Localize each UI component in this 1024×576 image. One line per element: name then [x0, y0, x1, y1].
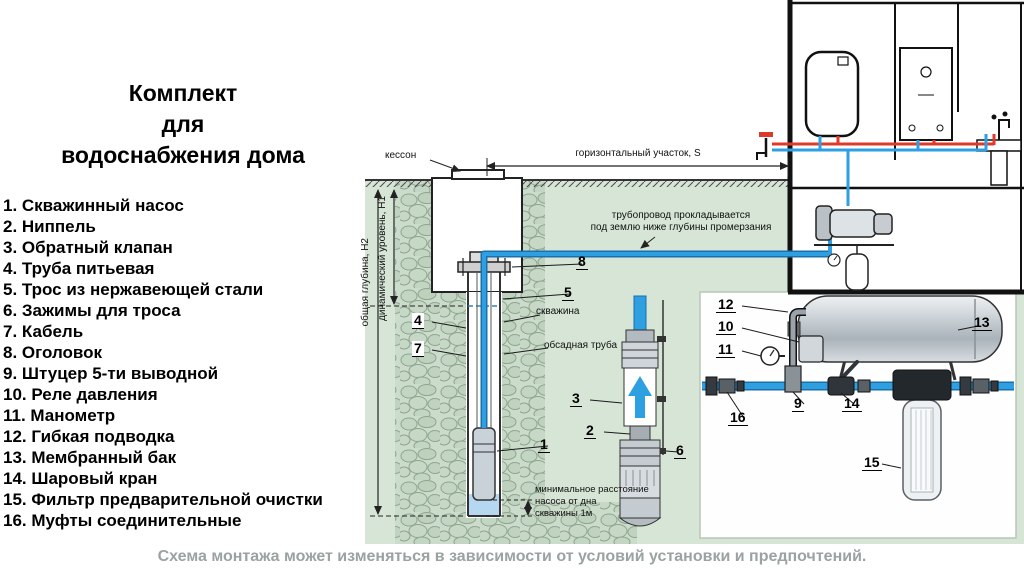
- title-line-3: водоснабжения дома: [61, 142, 305, 168]
- callout-1: 1: [538, 436, 550, 453]
- sink: [976, 111, 1022, 186]
- callout-14: 14: [842, 395, 862, 412]
- label-casing: обсадная труба: [544, 340, 618, 351]
- legend-item-9: 9. Штуцер 5-ти выводной: [3, 364, 219, 383]
- legend-item-11: 11. Манометр: [3, 406, 116, 425]
- callout-11: 11: [716, 341, 735, 358]
- title-line-1: Комплект: [128, 80, 238, 106]
- legend-item-6: 6. Зажимы для троса: [3, 301, 181, 320]
- callout-6: 6: [674, 442, 686, 459]
- legend-item-15: 15. Фильтр предварительной очистки: [3, 490, 323, 509]
- legend-item-8: 8. Оголовок: [3, 343, 103, 362]
- water-heater: [804, 50, 860, 138]
- legend-item-1: 1. Скважинный насос: [3, 196, 184, 215]
- legend-item-4: 4. Труба питьевая: [3, 259, 155, 278]
- label-horizontal-section: горизонтальный участок, S: [575, 148, 701, 159]
- gas-column: [899, 47, 953, 141]
- label-total-depth: общая глубина, Н2: [360, 238, 371, 327]
- legend-item-14: 14. Шаровый кран: [3, 469, 158, 488]
- callout-8: 8: [576, 253, 588, 270]
- pump-station: [814, 205, 894, 291]
- legend-item-16: 16. Муфты соединительные: [3, 511, 242, 530]
- legend-item-7: 7. Кабель: [3, 322, 84, 341]
- label-dynamic-level: динамический уровень, Н1: [377, 196, 388, 321]
- footer-note: Схема монтажа может изменяться в зависим…: [157, 548, 867, 565]
- label-pipeline-note: трубопровод прокладывается под землю ниж…: [578, 210, 784, 234]
- callout-12: 12: [716, 296, 736, 313]
- callout-10: 10: [716, 318, 736, 335]
- legend-item-13: 13. Мембранный бак: [3, 448, 177, 467]
- house-pipes: [772, 134, 996, 206]
- coupling-left: [705, 376, 745, 396]
- callout-5: 5: [562, 284, 574, 301]
- legend-item-10: 10. Реле давления: [3, 385, 158, 404]
- label-min-distance-3: скважины 1м: [535, 508, 593, 519]
- legend-item-3: 3. Обратный клапан: [3, 238, 173, 257]
- title-line-2: для: [161, 111, 205, 137]
- label-pipeline-note-2: под землю ниже глубины промерзания: [590, 222, 772, 233]
- label-min-distance: минимальное расстояние насоса от дна скв…: [535, 484, 649, 520]
- callout-15: 15: [862, 454, 882, 471]
- five-way-assembly: [760, 308, 824, 393]
- callout-2: 2: [584, 422, 596, 439]
- callout-4: 4: [412, 312, 424, 329]
- label-min-distance-1: минимальное расстояние: [535, 484, 649, 495]
- ball-valve: [827, 360, 871, 396]
- callout-9: 9: [792, 395, 804, 412]
- pump-assembly-detail: [618, 295, 666, 527]
- legend-item-2: 2. Ниппель: [3, 217, 96, 236]
- label-well: скважина: [536, 306, 580, 317]
- coupling-right: [959, 376, 999, 396]
- legend-item-5: 5. Трос из нержавеющей стали: [3, 280, 264, 299]
- outdoor-faucet: [756, 132, 773, 160]
- label-pipeline-note-1: трубопровод прокладывается: [611, 210, 751, 221]
- dimension-lines: [370, 158, 789, 517]
- label-caisson: кессон: [385, 150, 417, 161]
- callout-3: 3: [570, 390, 582, 407]
- callout-7: 7: [412, 340, 424, 357]
- label-min-distance-2: насоса от дна: [535, 496, 597, 507]
- page-title: Комплект для водоснабжения дома: [18, 78, 348, 171]
- legend-list: 1. Скважинный насос 2. Ниппель 3. Обратн…: [3, 195, 323, 531]
- legend-item-12: 12. Гибкая подводка: [3, 427, 175, 446]
- borehole-pump: [472, 272, 496, 501]
- callout-13: 13: [972, 314, 992, 331]
- callout-16: 16: [728, 409, 748, 426]
- leader-lines: [431, 263, 979, 469]
- filter: [892, 369, 952, 501]
